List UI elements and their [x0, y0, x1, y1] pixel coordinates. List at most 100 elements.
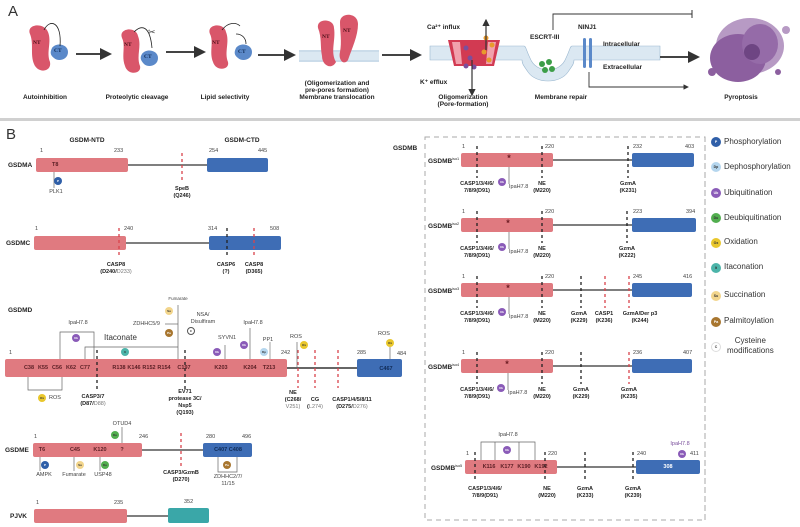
position: 240	[637, 451, 647, 457]
cleavage-site: NE (M220)	[533, 387, 551, 400]
modifier-label: SYVN1	[217, 335, 237, 341]
residue: C45	[69, 447, 81, 453]
ubiquitination-mark: Ub	[240, 341, 248, 349]
ubiquitination-mark: Ub	[498, 308, 506, 316]
modifier-label: NSA/ Disulfiram	[190, 312, 216, 325]
panel-a-label: A	[8, 3, 19, 20]
cleavage-illustration: ✂	[121, 27, 158, 73]
gsdmd-domain-map	[5, 305, 402, 391]
gsdmb-iso1-map	[461, 146, 694, 184]
oxidation-mark: Ox	[386, 339, 394, 347]
deubiquitination-mark: Du	[101, 461, 109, 469]
cleavage-site: GzmA (K229)	[572, 387, 590, 400]
step-oligomerization: Oligomerization (Pore-formation)	[437, 94, 489, 108]
modifier-label: OTUD4	[112, 421, 132, 427]
step-autoinhibition: Autoinhibition	[22, 94, 68, 101]
star-mark: *	[506, 283, 510, 293]
autoinhibition-illustration	[29, 23, 68, 71]
cleavage-site: NE (M220)	[533, 181, 551, 194]
position: 407	[683, 350, 693, 356]
cleavage-site: GzmA/Der p3 (K244)	[622, 311, 658, 324]
panel-b-label: B	[6, 126, 17, 143]
position: 220	[545, 209, 555, 215]
deubiquitination-mark: Du	[111, 431, 119, 439]
cleavage-site: CASP3/7 (D87/D88)	[80, 394, 106, 407]
ubiquitination-mark: Ub	[678, 450, 686, 458]
cleavage-site: CG (L274)	[307, 397, 323, 410]
position: 484	[397, 351, 407, 357]
position: 1	[9, 350, 13, 356]
ubiquitination-mark: Ub	[498, 243, 506, 251]
position: 1	[462, 274, 466, 280]
position: 1	[34, 434, 38, 440]
gsdme-name: GSDME	[5, 447, 29, 454]
cleavage-site: GzmA (K222)	[618, 246, 636, 259]
modifier-label: USP48	[94, 472, 112, 478]
escrt-label: ESCRT-III	[530, 34, 560, 41]
oxidation-mark: Ox	[300, 341, 308, 349]
position: 394	[686, 209, 696, 215]
pjvk-domain-map	[34, 508, 209, 523]
ntd-header: GSDM-NTD	[69, 137, 105, 144]
modifier-label: IpaH7.8	[509, 184, 529, 190]
position: 254	[209, 148, 219, 154]
cleavage-site: EV71 protease 3C/ Nsp5 (Q193)	[168, 389, 202, 416]
succination-mark: Su	[76, 461, 84, 469]
position: 220	[545, 274, 555, 280]
modifier-label: IpaH7.8	[68, 320, 88, 326]
position: 240	[124, 226, 134, 232]
modifier-label: ZDHHC5/9	[133, 321, 160, 327]
star-mark: *	[507, 153, 511, 163]
ubiquitination-mark: Ub	[497, 384, 505, 392]
position: 352	[184, 499, 194, 505]
cleavage-site: GzmA (K229)	[570, 311, 588, 324]
ct-domain-label: CT	[144, 54, 152, 60]
modifier-label: PP1	[262, 337, 274, 343]
legend-label: Palmitoylation	[724, 316, 774, 325]
residue: K120	[93, 447, 107, 453]
position: 245	[633, 274, 643, 280]
residue: K116	[482, 464, 496, 470]
position: 1	[462, 144, 466, 150]
ubiquitination-mark: Ub	[72, 334, 80, 342]
ctd-header: GSDM-CTD	[224, 137, 260, 144]
palmitoylation-legend-icon: Pa	[711, 317, 721, 327]
gsdma-name: GSDMA	[8, 162, 33, 169]
modifier-label: ROS	[378, 331, 390, 337]
cleavage-site: NE (M220)	[533, 246, 551, 259]
legend-label: Deubiquitination	[724, 213, 782, 222]
nt-domain-label: NT	[33, 40, 41, 46]
legend-label: Phosphorylation	[724, 137, 782, 146]
gsdmb-iso4-map	[461, 352, 692, 390]
residue: T6	[38, 447, 46, 453]
modifier-label: IpaH7.8	[509, 249, 529, 255]
residue: R152	[142, 365, 156, 371]
position: 232	[633, 144, 643, 150]
position: 220	[545, 144, 555, 150]
legend-label: Oxidation	[724, 237, 758, 246]
residue: C56	[51, 365, 63, 371]
position: 1	[462, 350, 466, 356]
legend-label: Succination	[724, 290, 766, 299]
modifier-label: AMPK	[36, 472, 52, 478]
phosphorylation-mark: P	[54, 177, 62, 185]
cleavage-site: CASP8 (D365)	[244, 262, 264, 275]
step-membrane-repair: Membrane repair	[534, 94, 588, 101]
cleavage-site: NE (C268/V251)	[284, 390, 302, 410]
position: 246	[139, 434, 149, 440]
itaconation-legend-icon: It	[711, 263, 721, 273]
oxidation-legend-icon: Ox	[711, 238, 721, 248]
deubiquitination-legend-icon: Du	[711, 213, 721, 223]
cleavage-site: CASP1/3/4/6/ 7/8/9(D91)	[460, 246, 494, 259]
modifier-label: IpaH7.8	[498, 432, 518, 438]
residue: C467	[379, 366, 393, 372]
cleavage-site: CASP1/3/4/6/ 7/8/9(D91)	[460, 181, 494, 194]
position: 1	[466, 451, 470, 457]
gsdme-domain-map	[33, 427, 252, 473]
cleavage-site: GzmA (K235)	[620, 387, 638, 400]
residue: K203	[214, 365, 228, 371]
gsdmc-name: GSDMC	[6, 240, 31, 247]
cleavage-site: CASP1/3/4/6/ 7/8/9(D91)	[468, 486, 502, 499]
gsdmb-iso3-map	[461, 276, 692, 314]
position: 220	[545, 350, 555, 356]
